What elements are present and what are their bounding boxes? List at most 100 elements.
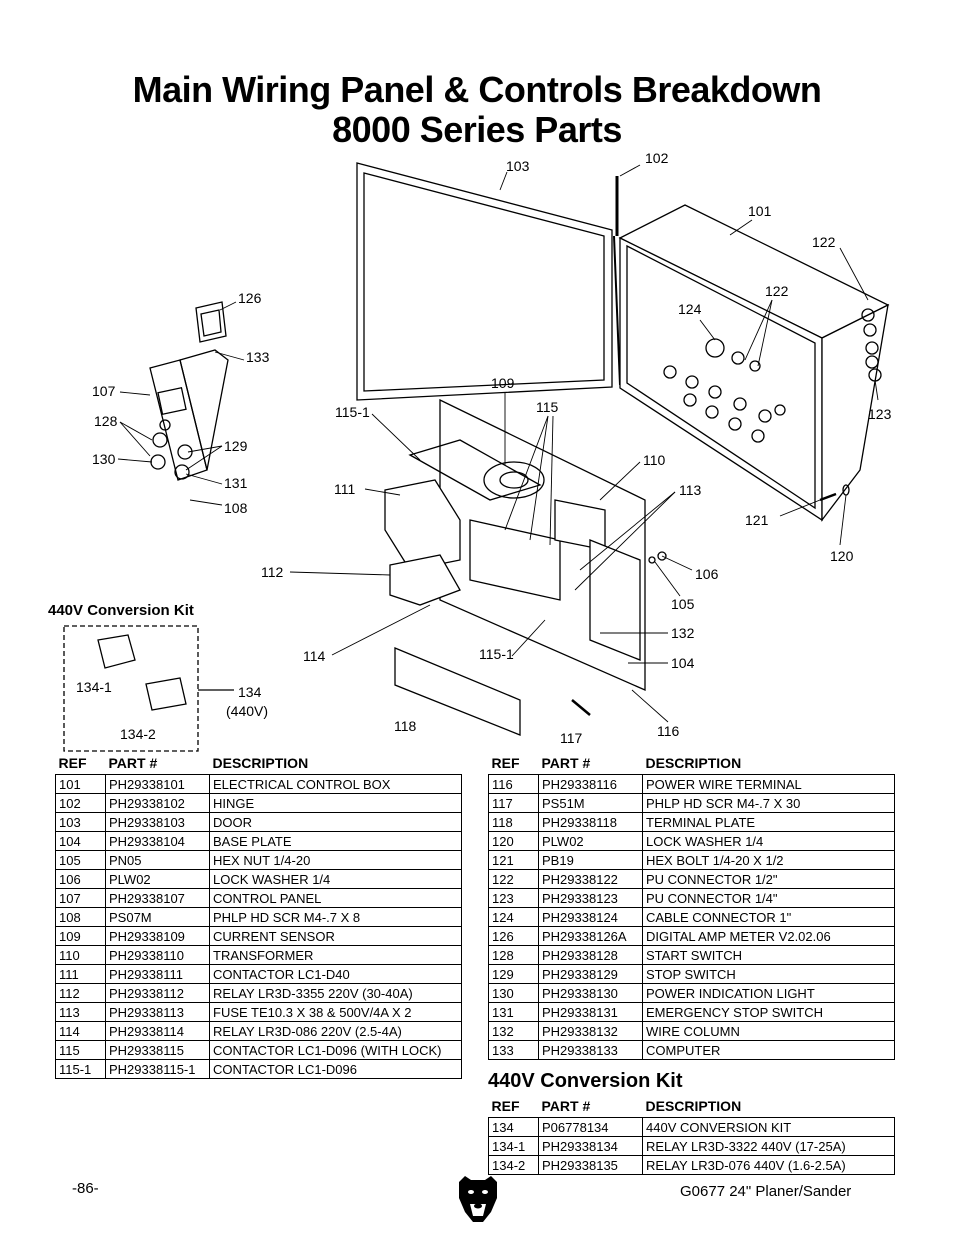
cell-desc: RELAY LR3D-076 440V (1.6-2.5A) [642,1155,895,1175]
cell-desc: 440V CONVERSION KIT [642,1117,895,1137]
cell-desc: DIGITAL AMP METER V2.02.06 [642,926,895,946]
header-desc: DESCRIPTION [212,755,309,771]
callout-133: 133 [246,349,270,365]
cell-desc: COMPUTER [642,1040,895,1060]
cell-part: PH29338115-1 [105,1059,210,1079]
cell-ref: 115-1 [55,1059,106,1079]
callout-112: 112 [261,564,284,580]
cell-ref: 102 [55,793,106,813]
cell-desc: PHLP HD SCR M4-.7 X 30 [642,793,895,813]
cell-desc: DOOR [209,812,462,832]
diagram-kit-label: 440V Conversion Kit [48,602,194,619]
callout-132: 132 [671,625,695,641]
cell-desc: POWER WIRE TERMINAL [642,774,895,794]
cell-ref: 122 [488,869,539,889]
cell-part: PH29338114 [105,1021,210,1041]
cell-desc: CONTACTOR LC1-D40 [209,964,462,984]
cell-desc: ELECTRICAL CONTROL BOX [209,774,462,794]
cell-part: PH29338126A [538,926,643,946]
cell-part: P06778134 [538,1117,643,1137]
cell-ref: 134 [488,1117,539,1137]
cell-desc: HINGE [209,793,462,813]
bear-head-icon [459,1176,497,1222]
callout-129: 129 [224,438,248,454]
cell-desc: RELAY LR3D-3322 440V (17-25A) [642,1136,895,1156]
cell-desc: CONTROL PANEL [209,888,462,908]
cell-part: PH29338118 [538,812,643,832]
cell-ref: 118 [488,812,539,832]
callout-128: 128 [94,413,118,429]
cell-desc: RELAY LR3D-3355 220V (30-40A) [209,983,462,1003]
callout-116: 116 [657,723,680,739]
callout-110: 110 [643,452,666,468]
callout-121: 121 [745,512,769,528]
header-desc: DESCRIPTION [645,1098,742,1114]
cell-ref: 124 [488,907,539,927]
callout-134-voltage: (440V) [226,703,268,719]
cell-ref: 107 [55,888,106,908]
cell-desc: TERMINAL PLATE [642,812,895,832]
table-header-row: REF PART # DESCRIPTION [489,754,895,775]
callout-115: 115 [536,399,559,415]
cell-ref: 111 [55,964,106,984]
header-ref: REF [58,755,87,771]
cell-desc: PU CONNECTOR 1/2" [642,869,895,889]
cell-desc: STOP SWITCH [642,964,895,984]
cell-ref: 117 [488,793,539,813]
cell-ref: 113 [55,1002,106,1022]
header-ref: REF [491,1098,520,1114]
cell-part: PH29338115 [105,1040,210,1060]
cell-part: PH29338102 [105,793,210,813]
page-number: -86- [72,1180,99,1197]
callout-134: 134 [238,684,262,700]
cell-ref: 123 [488,888,539,908]
callout-111: 111 [334,481,355,497]
header-desc: DESCRIPTION [645,755,742,771]
cell-part: PH29338109 [105,926,210,946]
cell-part: PH29338132 [538,1021,643,1041]
cell-ref: 128 [488,945,539,965]
cell-part: PH29338111 [105,964,210,984]
cell-ref: 101 [55,774,106,794]
cell-ref: 132 [488,1021,539,1041]
cell-part: PLW02 [105,869,210,889]
cell-part: PH29338130 [538,983,643,1003]
callout-101: 101 [748,203,772,219]
callout-104: 104 [671,655,695,671]
callout-117: 117 [560,730,583,746]
cell-ref: 115 [55,1040,106,1060]
cell-part: PH29338134 [538,1136,643,1156]
cell-desc: LOCK WASHER 1/4 [642,831,895,851]
cell-ref: 114 [55,1021,106,1041]
cell-desc: CONTACTOR LC1-D096 (WITH LOCK) [209,1040,462,1060]
cell-ref: 131 [488,1002,539,1022]
cell-desc: CURRENT SENSOR [209,926,462,946]
cell-desc: CABLE CONNECTOR 1" [642,907,895,927]
callout-122a: 122 [812,234,836,250]
header-part: PART # [108,755,158,771]
callout-113: 113 [679,482,702,498]
cell-ref: 112 [55,983,106,1003]
callout-124: 124 [678,301,702,317]
cell-desc: WIRE COLUMN [642,1021,895,1041]
header-part: PART # [541,1098,591,1114]
cell-part: PS07M [105,907,210,927]
